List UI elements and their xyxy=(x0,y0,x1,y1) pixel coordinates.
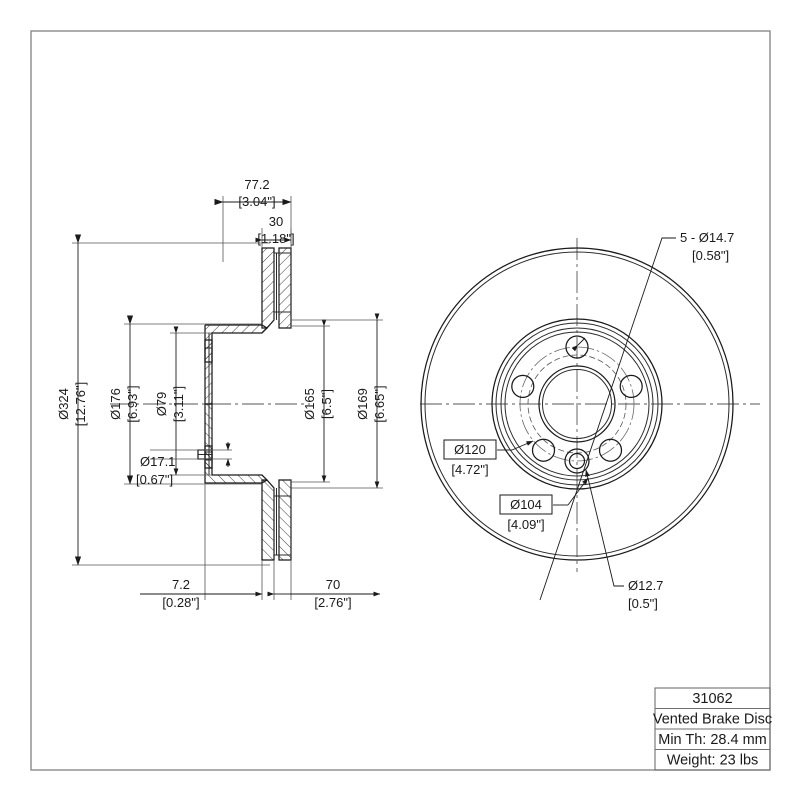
pilot-hole-group xyxy=(564,448,590,474)
center-bore-circle xyxy=(538,365,616,443)
dim-disc-thickness-mm: 30 xyxy=(269,214,283,229)
bolt-hole-group xyxy=(511,335,643,462)
rotor-outer-circle xyxy=(420,247,734,561)
callout-pilot-circle: Ø104 [4.09"] xyxy=(499,477,589,532)
sheet-border xyxy=(30,30,771,771)
dim-overall-width-mm: 77.2 xyxy=(244,177,269,192)
dim-hat-face-offset-mm: 7.2 xyxy=(172,577,190,592)
dim-overall-width-inch: [3.04"] xyxy=(238,194,275,209)
bolt-hole-1 xyxy=(565,335,589,359)
bolt-hole-5 xyxy=(511,374,535,399)
hat-flange-upper xyxy=(204,339,213,363)
callout-bolt-circle-mm: Ø120 xyxy=(454,442,486,457)
bolt-hole-2 xyxy=(619,374,643,399)
upper-friction-plates xyxy=(261,247,292,329)
callout-bolt-holes-inch: [0.58"] xyxy=(692,248,729,263)
dim-hat-outer-inch: [6.65"] xyxy=(372,385,387,422)
dim-hat-outer-diameter: Ø169 [6.65"] xyxy=(291,313,387,489)
callout-bolt-holes-mm: 5 - Ø14.7 xyxy=(680,230,734,245)
friction-inner-circle xyxy=(500,327,654,481)
dim-center-bore-inch: [3.11"] xyxy=(171,386,186,422)
dim-outer-diameter: Ø324 [12.76"] xyxy=(56,234,270,566)
callout-bolt-circle: Ø120 [4.72"] xyxy=(443,439,534,477)
dim-hat-depth: 70 [2.76"] xyxy=(267,560,381,610)
cross-section-view xyxy=(110,247,310,561)
callout-pilot-hole: Ø12.7 [0.5"] xyxy=(585,469,663,611)
lower-friction-plates xyxy=(261,479,292,561)
title-block-description: Vented Brake Disc xyxy=(653,712,772,728)
pilot-hole-outer xyxy=(564,448,590,474)
dim-outer-diameter-mm: Ø324 xyxy=(56,388,71,420)
callout-pilot-hole-mm: Ø12.7 xyxy=(628,578,663,593)
rotor-outer-edge-inner xyxy=(424,251,730,557)
dim-flange-step: Ø17.1 [0.67"] xyxy=(136,442,232,487)
dim-flange-step-inch: [0.67"] xyxy=(136,472,173,487)
hat-upper-section xyxy=(205,324,269,405)
dim-disc-thickness-inch: [1.18"] xyxy=(257,231,294,246)
dim-hat-inner-inch: [6.5"] xyxy=(319,389,334,419)
bolt-hole-3 xyxy=(598,438,623,462)
dim-center-bore: Ø79 [3.11"] xyxy=(154,326,212,476)
callout-pilot-hole-inch: [0.5"] xyxy=(628,596,658,611)
dim-friction-inner-diameter: Ø176 [6.93"] xyxy=(108,315,262,485)
hat-step-circle xyxy=(504,331,650,477)
dim-flange-step-mm: Ø17.1 xyxy=(140,454,175,469)
dim-hat-depth-mm: 70 xyxy=(326,577,340,592)
title-block-weight: Weight: 23 lbs xyxy=(667,753,759,769)
bolt-hole-4 xyxy=(531,438,556,462)
dim-friction-inner-inch: [6.93"] xyxy=(125,385,140,422)
dim-friction-inner-mm: Ø176 xyxy=(108,388,123,420)
callout-bolt-circle-inch: [4.72"] xyxy=(451,462,488,477)
bolt-circle-diameter-line xyxy=(519,346,635,462)
title-block-part-number: 31062 xyxy=(692,691,732,707)
dim-outer-diameter-inch: [12.76"] xyxy=(73,382,88,426)
dim-overall-width: 77.2 [3.04"] xyxy=(214,177,292,262)
dim-center-bore-mm: Ø79 xyxy=(154,392,169,417)
hat-flange-lower xyxy=(204,445,213,469)
dim-hat-face-offset-inch: [0.28"] xyxy=(162,595,199,610)
dim-hat-inner-mm: Ø165 xyxy=(302,388,317,420)
hat-inner-circle xyxy=(495,322,659,486)
callout-bolt-holes: 5 - Ø14.7 [0.58"] xyxy=(539,230,734,601)
dim-hat-inner-diameter: Ø165 [6.5"] xyxy=(291,319,334,483)
callout-pilot-circle-inch: [4.09"] xyxy=(507,517,544,532)
title-block-min-thickness: Min Th: 28.4 mm xyxy=(658,732,767,748)
callout-pilot-circle-mm: Ø104 xyxy=(510,497,542,512)
dim-hat-face-offset: 7.2 [0.28"] xyxy=(140,483,263,610)
center-bore-chamfer xyxy=(542,369,612,439)
dim-disc-thickness: 30 [1.18"] xyxy=(255,214,295,248)
face-view xyxy=(420,238,760,572)
dim-hat-depth-inch: [2.76"] xyxy=(314,595,351,610)
title-block: 31062 Vented Brake Disc Min Th: 28.4 mm … xyxy=(653,687,772,771)
hat-lower-section xyxy=(205,403,269,484)
dim-hat-outer-mm: Ø169 xyxy=(355,388,370,420)
pilot-hole-inner xyxy=(568,452,586,470)
